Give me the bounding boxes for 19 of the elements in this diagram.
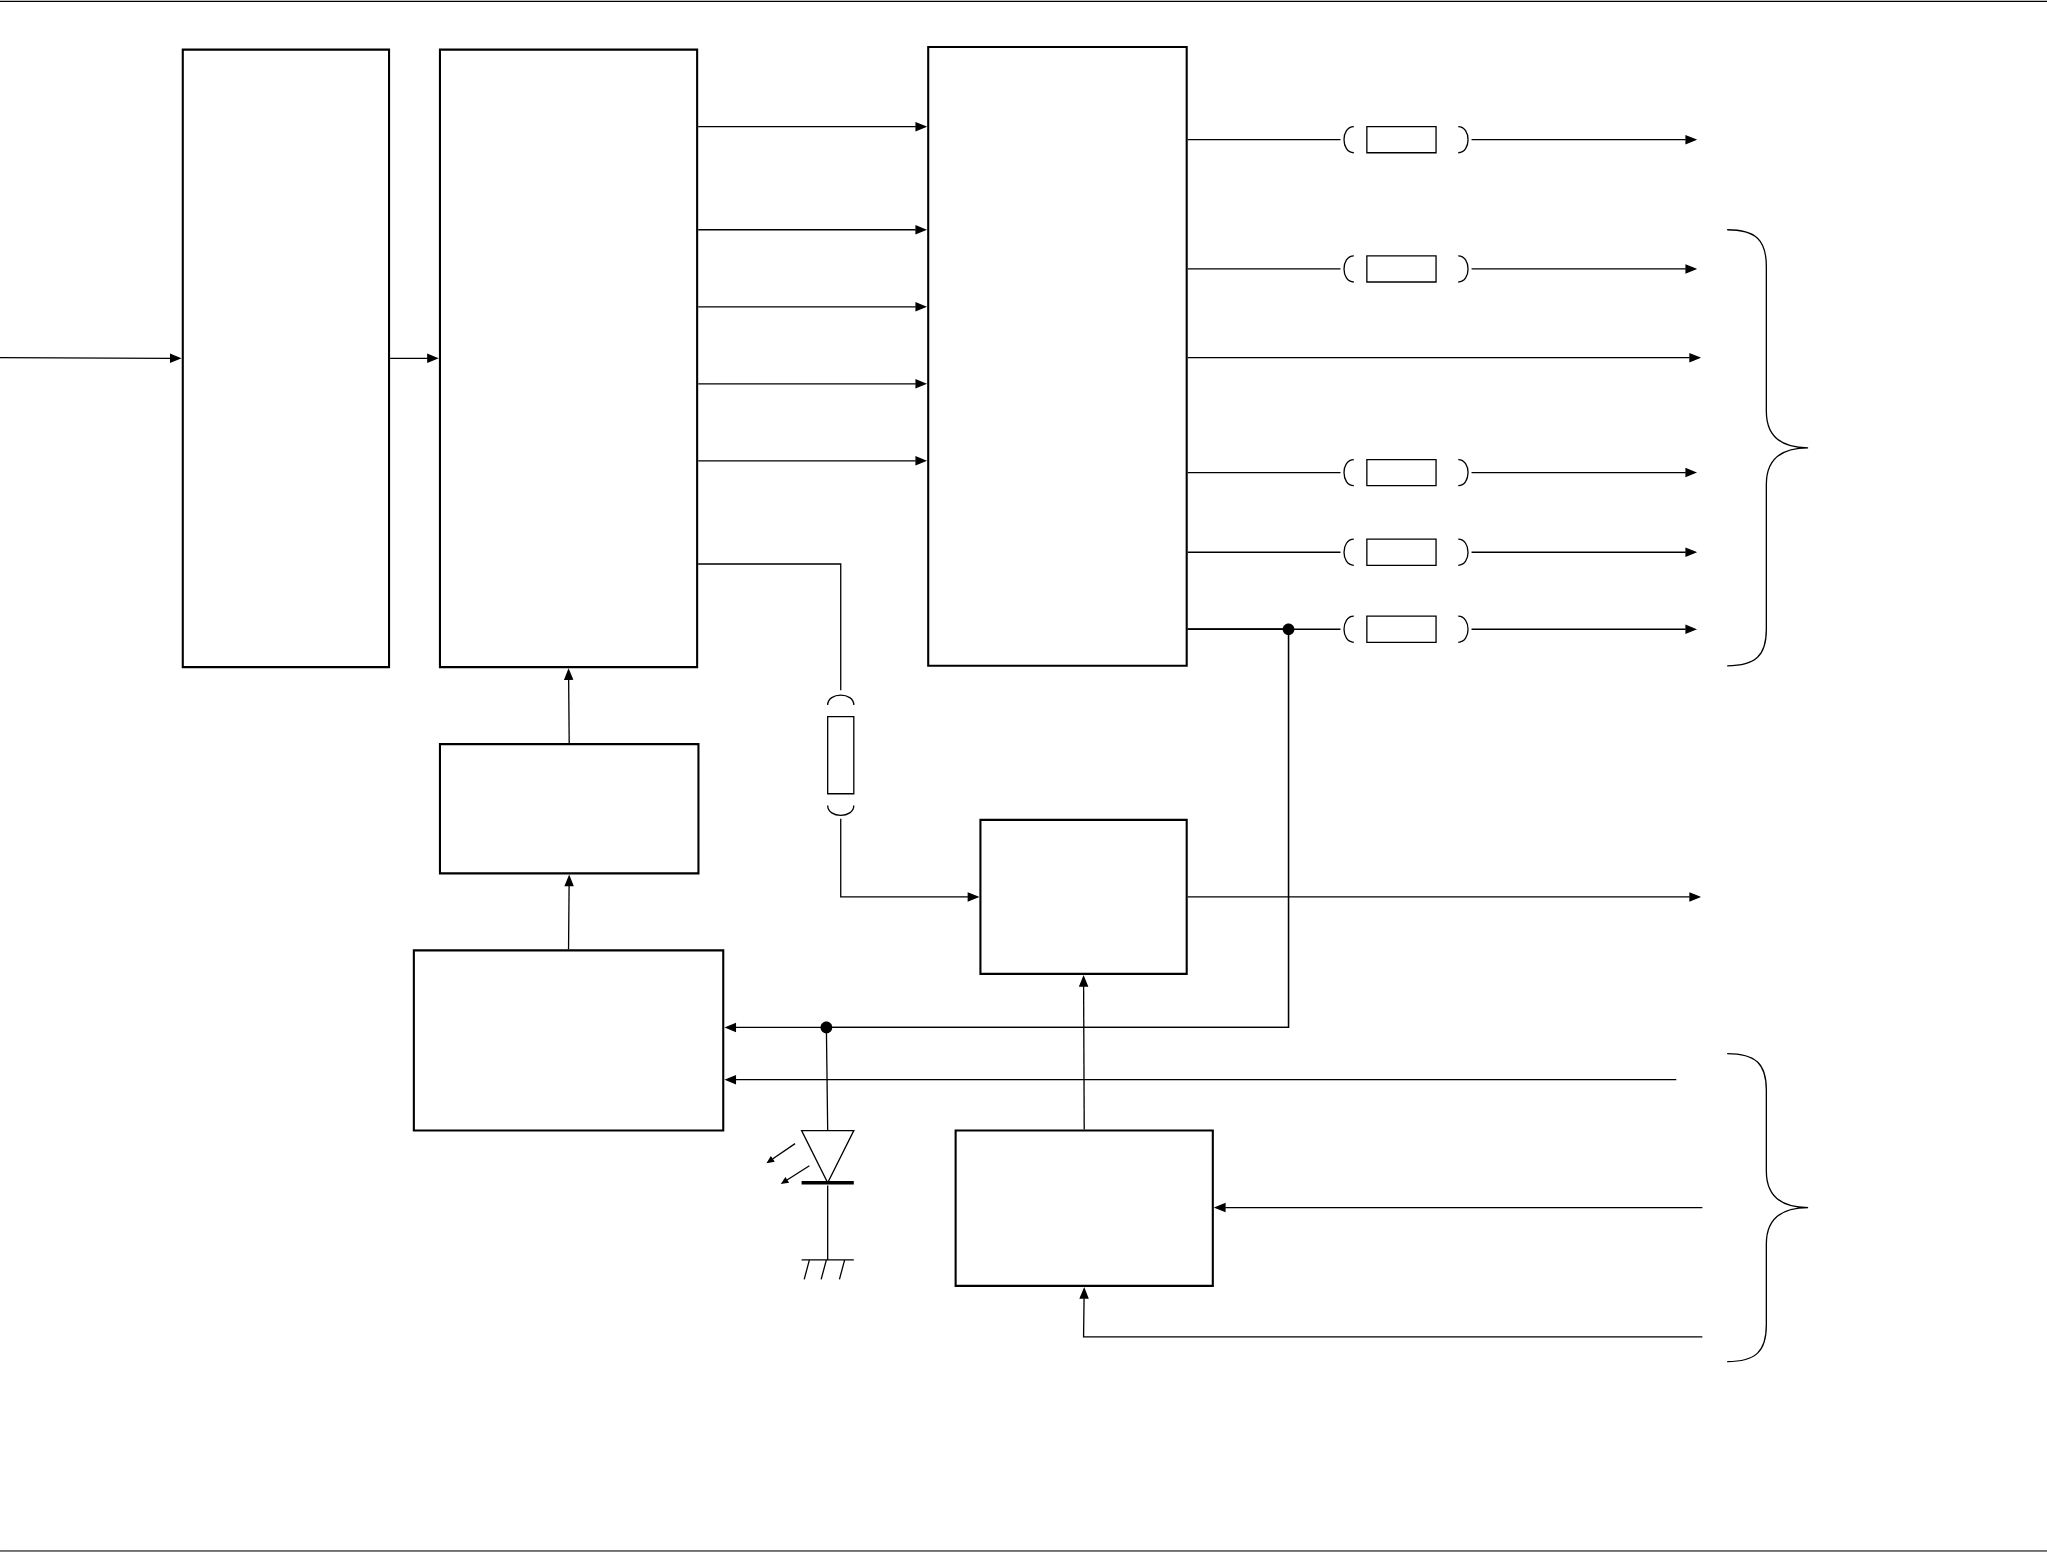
wire xyxy=(1187,471,1342,474)
fuse-symbol xyxy=(1343,255,1469,283)
block-box xyxy=(438,743,700,875)
fuse-symbol xyxy=(1343,615,1469,643)
block-box xyxy=(954,1129,1214,1287)
wire xyxy=(825,628,1290,1131)
wire xyxy=(697,563,842,691)
wire xyxy=(1187,551,1342,553)
fuse-symbol xyxy=(1343,125,1469,154)
fuse-symbol xyxy=(827,694,855,816)
wire xyxy=(1187,268,1342,270)
fuse-symbol xyxy=(1343,538,1469,566)
block-box xyxy=(438,48,699,669)
wire xyxy=(1187,138,1342,141)
block-box xyxy=(927,45,1188,667)
block-box xyxy=(181,48,391,669)
block-box xyxy=(979,818,1188,975)
block-box xyxy=(412,949,725,1132)
fuse-symbol xyxy=(1343,458,1469,487)
